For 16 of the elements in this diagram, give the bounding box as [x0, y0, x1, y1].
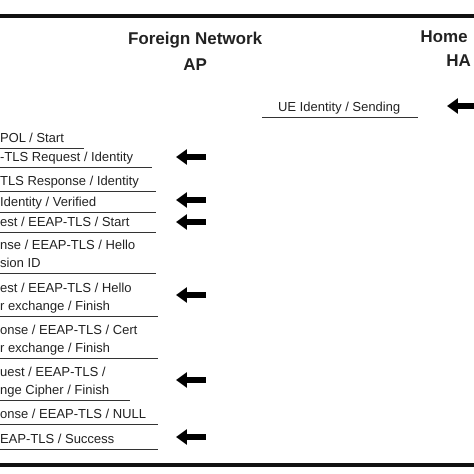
message-label: onse / EEAP-TLS / NULL [0, 405, 158, 425]
message-label: onse / EEAP-TLS / Cert r exchange / Finish [0, 321, 158, 359]
message-label: TLS Response / Identity [0, 172, 156, 192]
column-heading: Foreign Network [126, 28, 264, 50]
message-label: Identity / Verified [0, 193, 156, 213]
message-label: uest / EEAP-TLS / nge Cipher / Finish [0, 363, 130, 401]
message-label: nse / EEAP-TLS / Hello sion ID [0, 236, 156, 274]
column-heading: AP [182, 54, 208, 76]
message-label: est / EEAP-TLS / Start [0, 213, 156, 233]
message-label: UE Identity / Sending [262, 98, 418, 118]
message-label: -TLS Request / Identity [0, 148, 152, 168]
message-label: POL / Start [0, 129, 84, 149]
column-heading: HA [445, 50, 472, 72]
message-label: est / EEAP-TLS / Hello r exchange / Finish [0, 279, 158, 317]
message-label: EAP-TLS / Success [0, 430, 158, 450]
column-heading: Home [419, 26, 469, 48]
